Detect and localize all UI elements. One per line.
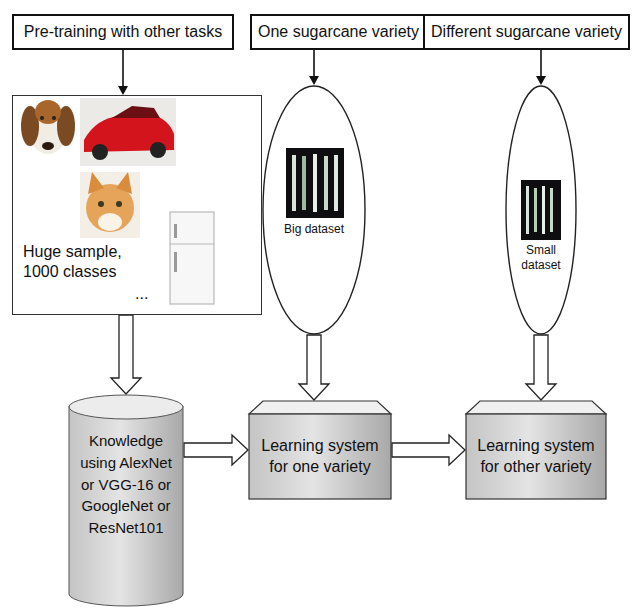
label-area: Knowledge using AlexNet or VGG-16 or Goo… xyxy=(74,430,178,539)
label-area: Learning system for other variety xyxy=(471,436,601,478)
image-panel: Huge sample, 1000 classes... xyxy=(12,95,262,315)
node-label: ... xyxy=(135,284,165,304)
node-label: Pre-training with other tasks xyxy=(24,22,222,42)
block-arrow xyxy=(392,435,465,465)
block-arrow xyxy=(299,335,329,400)
knowledge-cylinder: Knowledge using AlexNet or VGG-16 or Goo… xyxy=(68,394,184,606)
block-arrow xyxy=(526,335,556,400)
label-area: Learning system for one variety xyxy=(254,436,386,478)
sugarcane-photo-small xyxy=(521,180,561,240)
dog-picture xyxy=(21,100,75,154)
learning-box: Learning system for one variety xyxy=(248,400,392,500)
dataset-ellipse-outline xyxy=(262,85,366,335)
task-box: Pre-training with other tasks xyxy=(12,14,234,50)
task-box: Different sugarcane variety xyxy=(423,14,630,50)
arrow-line xyxy=(309,50,319,85)
node-label: Different sugarcane variety xyxy=(431,22,622,42)
node-label: One sugarcane variety xyxy=(258,22,419,42)
learning-box: Learning system for other variety xyxy=(465,400,607,500)
block-arrow xyxy=(184,435,248,465)
arrow-line xyxy=(536,50,546,85)
node-label: Learning system for other variety xyxy=(471,436,601,478)
node-label: Big dataset xyxy=(274,222,354,237)
node-label: Knowledge using AlexNet or VGG-16 or Goo… xyxy=(74,430,178,539)
task-box: One sugarcane variety xyxy=(250,14,427,50)
fridge-picture xyxy=(170,212,214,304)
block-arrow xyxy=(111,315,141,394)
sugarcane-photo-big xyxy=(286,148,344,218)
dataset-ellipse: Small dataset xyxy=(505,85,577,335)
cat-picture xyxy=(80,172,140,238)
dataset-ellipse: Big dataset xyxy=(262,85,366,335)
arrow-line xyxy=(118,50,128,95)
car-picture xyxy=(80,98,176,166)
dataset-ellipse-outline xyxy=(505,85,577,335)
node-label: Learning system for one variety xyxy=(254,436,386,478)
node-label: Small dataset xyxy=(513,243,569,273)
node-label: Huge sample, 1000 classes xyxy=(23,242,123,282)
